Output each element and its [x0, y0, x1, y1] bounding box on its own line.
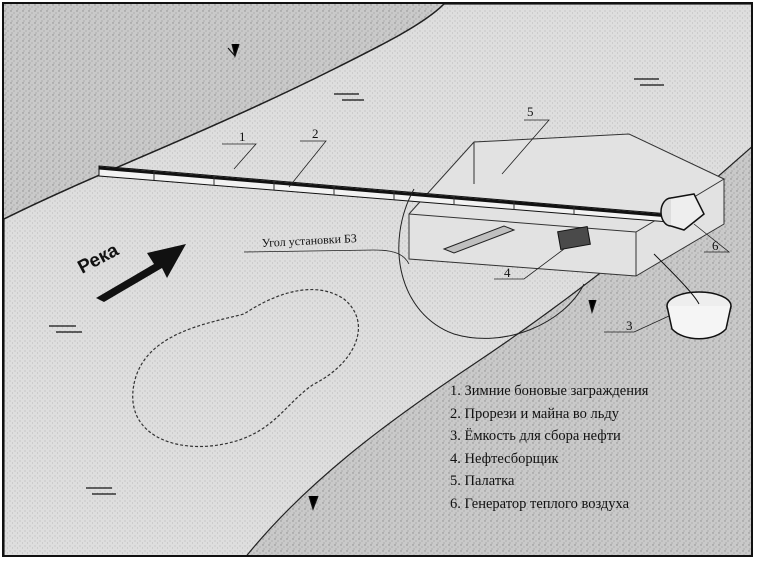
boom-angle-label: Угол установки БЗ [261, 231, 357, 250]
callout-2: 2 [312, 126, 319, 141]
oil-spill-diagram: Река Угол установки БЗ 1 2 3 4 5 6 [4, 4, 751, 555]
legend-item: 2. Прорези и майна во льду [450, 405, 620, 422]
ground-marks [49, 43, 664, 511]
work-zone-outline [398, 188, 585, 339]
legend-item: 4. Нефтесборщик [450, 450, 559, 467]
callout-leaders [222, 119, 731, 333]
callout-5: 5 [527, 104, 534, 119]
legend: 1. Зимние боновые заграждения 2. Прорези… [450, 380, 750, 515]
oil-collection-tank [653, 253, 732, 340]
river-flow-arrow [96, 244, 186, 302]
air-heater-generator [660, 193, 705, 231]
callout-1: 1 [239, 129, 246, 144]
legend-item: 3. Ёмкость для сбора нефти [450, 428, 621, 444]
legend-item: 6. Генератор теплого воздуха [450, 495, 630, 512]
legend-item: 1. Зимние боновые заграждения [450, 383, 649, 399]
callout-6: 6 [712, 238, 719, 253]
boom-angle-leader [243, 249, 410, 265]
skimmer [442, 225, 591, 254]
callout-4: 4 [504, 265, 511, 280]
upper-bank-line [4, 4, 445, 220]
callout-3: 3 [626, 318, 633, 333]
oil-spill-outline [132, 289, 360, 448]
legend-item: 5. Палатка [450, 473, 515, 489]
